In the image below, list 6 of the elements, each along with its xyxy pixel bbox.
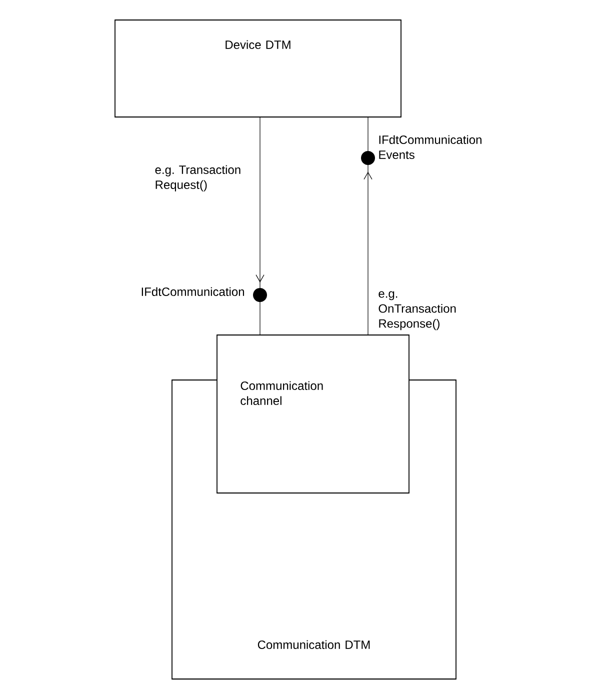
- interface-label: IFdtCommunication: [142, 287, 244, 296]
- box: Device DTM: [114, 20, 402, 118]
- edge-label: e.g. Transaction Request(): [155, 165, 240, 192]
- interface-label: IFdtCommunication Events: [379, 135, 482, 159]
- edge-label: e.g. OnTransaction Response(): [378, 291, 456, 330]
- box: Communication channel: [216, 334, 410, 494]
